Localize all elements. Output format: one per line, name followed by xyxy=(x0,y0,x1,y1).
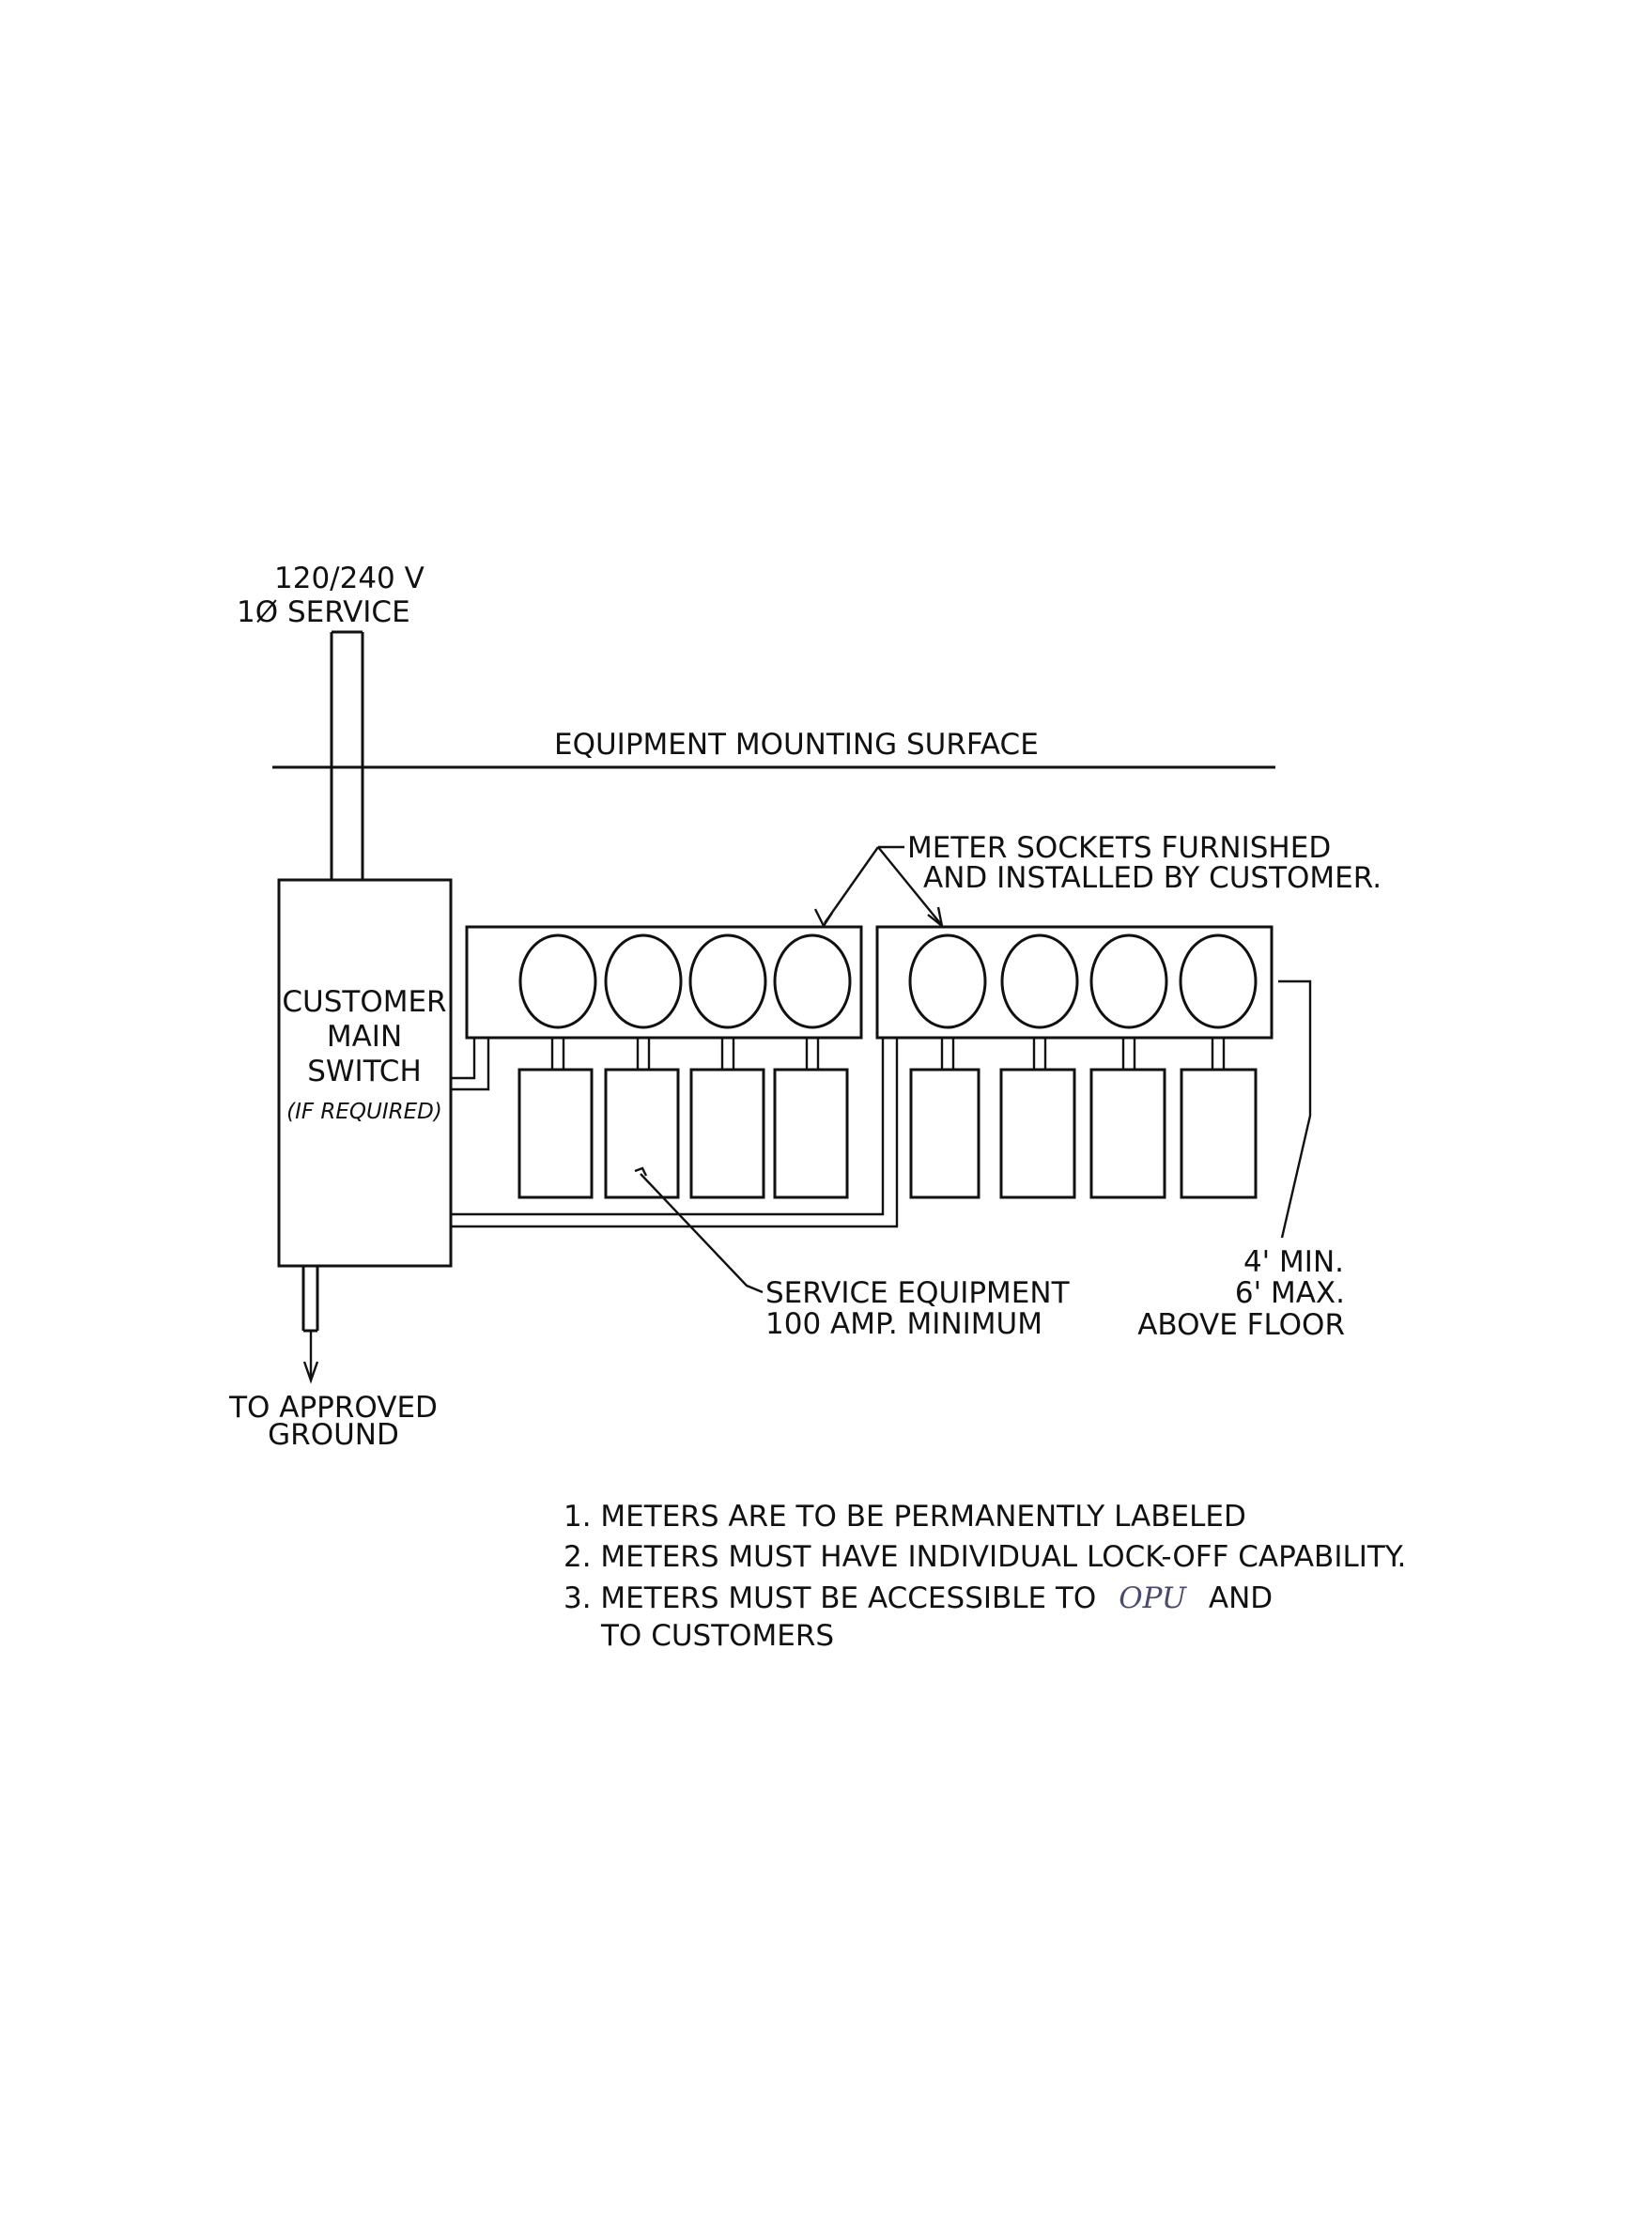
service-equipment-3 xyxy=(689,1068,765,1199)
note-3: 3. METERS MUST BE ACCESSIBLE TO OPU AND xyxy=(564,1581,1273,1615)
meter-socket-4 xyxy=(773,933,852,1029)
ground-conduit xyxy=(301,1266,319,1384)
meter-socket-6 xyxy=(1000,933,1079,1029)
mounting-surface-label: EQUIPMENT MOUNTING SURFACE xyxy=(554,728,1039,762)
feeder-conduits xyxy=(451,1038,899,1228)
meter-socket-3 xyxy=(688,933,767,1029)
meter-socket-8 xyxy=(1179,933,1258,1029)
meter-socket-1 xyxy=(518,933,597,1029)
note-3-line2: TO CUSTOMERS xyxy=(600,1619,834,1653)
ground-label-line2: GROUND xyxy=(268,1418,399,1452)
service-voltage-label: 120/240 V xyxy=(274,562,425,595)
meter-socket-bank-left xyxy=(465,925,863,1040)
note-3-prefix: 3. METERS MUST BE ACCESSIBLE TO xyxy=(564,1581,1096,1615)
switch-label-line1: CUSTOMER xyxy=(282,985,446,1019)
height-label-line2: 6' MAX. xyxy=(1235,1276,1345,1310)
service-equipment-7 xyxy=(1089,1068,1166,1199)
service-equipment-label-line1: SERVICE EQUIPMENT xyxy=(765,1276,1071,1310)
service-equipment-2 xyxy=(604,1068,680,1199)
note-2: 2. METERS MUST HAVE INDIVIDUAL LOCK-OFF … xyxy=(564,1540,1406,1574)
note-1: 1. METERS ARE TO BE PERMANENTLY LABELED xyxy=(564,1500,1246,1534)
service-equipment-boxes xyxy=(517,1068,1258,1199)
service-equipment-label-line2: 100 AMP. MINIMUM xyxy=(765,1307,1042,1341)
service-equipment-leader xyxy=(640,1173,764,1294)
meter-socket-2 xyxy=(604,933,683,1029)
service-equipment-6 xyxy=(999,1068,1076,1199)
notes: 1. METERS ARE TO BE PERMANENTLY LABELED … xyxy=(564,1500,1406,1653)
service-conduit xyxy=(330,630,364,880)
socket-connectors xyxy=(550,1036,1226,1072)
meter-socket-bank-right xyxy=(875,925,1274,1040)
customer-main-switch-box xyxy=(277,878,453,1268)
note-3-suffix: AND xyxy=(1209,1581,1273,1615)
sockets-callout-leaders xyxy=(813,845,944,929)
service-equipment-1 xyxy=(517,1068,594,1199)
service-equipment-4 xyxy=(773,1068,849,1199)
height-label-line3: ABOVE FLOOR xyxy=(1137,1308,1345,1342)
height-label-line1: 4' MIN. xyxy=(1243,1245,1344,1279)
meter-socket-7 xyxy=(1089,933,1168,1029)
service-equipment-8 xyxy=(1180,1068,1258,1199)
height-leader xyxy=(1278,979,1312,1239)
switch-label-line2: MAIN xyxy=(327,1020,402,1054)
meter-socket-5 xyxy=(908,933,987,1029)
switch-label-line3: SWITCH xyxy=(307,1055,422,1088)
switch-label-line4: (IF REQUIRED) xyxy=(286,1100,442,1124)
note-3-handwritten: OPU xyxy=(1119,1581,1187,1615)
service-equipment-5 xyxy=(909,1068,980,1199)
service-phase-label: 1Ø SERVICE xyxy=(237,595,410,629)
sockets-label-line1: METER SOCKETS FURNISHED xyxy=(907,831,1331,865)
sockets-label-line2: AND INSTALLED BY CUSTOMER. xyxy=(923,861,1382,895)
ground-label-line1: TO APPROVED xyxy=(228,1391,438,1425)
